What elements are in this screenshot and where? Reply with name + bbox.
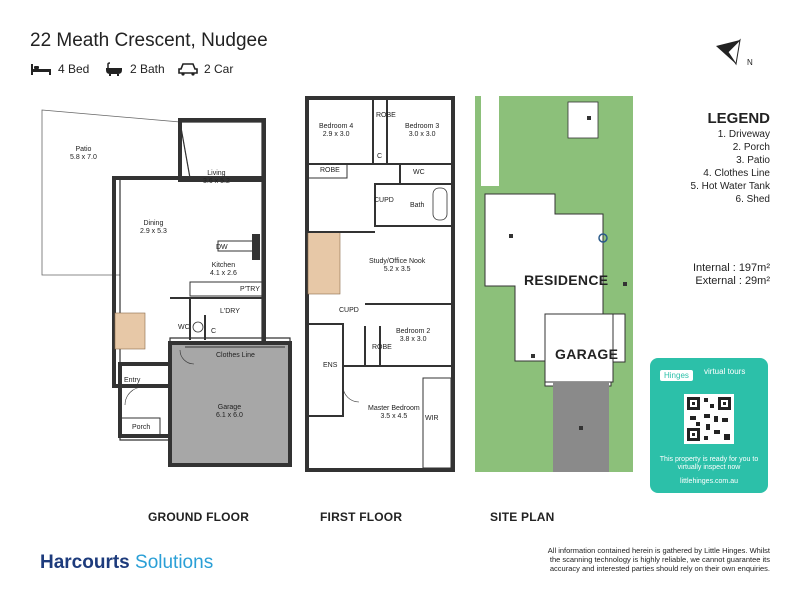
virtual-tours-tag: virtual tours: [704, 367, 746, 376]
feature-cars: 2 Car: [178, 62, 233, 76]
label-porch: Porch: [132, 424, 151, 431]
ground-stairs: [114, 312, 146, 350]
ground-floor-plan: [41, 109, 292, 467]
shed: [567, 101, 599, 139]
label-clothes-line: Clothes Line: [216, 352, 255, 359]
feature-baths: 2 Bath: [104, 62, 165, 76]
label-entry: Entry: [124, 377, 141, 384]
virtual-tour-url[interactable]: littlehinges.com.au: [680, 478, 738, 485]
first-stairs: [307, 231, 341, 295]
legend-list: 1. Driveway 2. Porch 3. Patio 4. Clothes…: [691, 128, 770, 206]
legend-item: 4. Clothes Line: [703, 168, 770, 179]
garage-label: GARAGE: [555, 346, 619, 362]
ensuite: [306, 323, 344, 417]
bath-icon: [106, 62, 122, 76]
baths-label: 2 Bath: [130, 62, 165, 76]
beds-label: 4 Bed: [58, 62, 90, 76]
label-cupd-first: CUPD: [374, 197, 394, 204]
legend-title: LEGEND: [707, 110, 770, 127]
label-c-first: C: [377, 153, 383, 160]
legend-item: 3. Patio: [736, 155, 770, 166]
virtual-tour-card[interactable]: Hinges virtual tours This property is re…: [650, 358, 768, 493]
bathtub: [432, 187, 448, 221]
side-path: [481, 96, 499, 186]
first-floor-label: FIRST FLOOR: [320, 510, 403, 524]
first-floor-walls: [305, 96, 455, 472]
qr-code-icon[interactable]: [684, 394, 734, 444]
label-wc-first: WC: [413, 169, 425, 176]
hinges-badge: Hinges: [660, 370, 693, 381]
label-wc: WC: [178, 324, 190, 331]
brand-bold: Harcourts: [40, 552, 130, 573]
site-plan-label: SITE PLAN: [490, 510, 555, 524]
cars-label: 2 Car: [204, 62, 234, 76]
north-label: N: [747, 58, 753, 67]
label-cupd-master: CUPD: [339, 307, 359, 314]
disclaimer: All information contained herein is gath…: [547, 546, 770, 573]
label-robe-bed2: ROBE: [372, 344, 392, 351]
label-wir: WIR: [425, 415, 439, 422]
legend-item: 2. Porch: [732, 142, 770, 153]
label-ldry: L'DRY: [220, 308, 240, 315]
north-arrow-icon: [716, 38, 741, 66]
hot-water-tank: [598, 233, 608, 243]
ground-floor-label: GROUND FLOOR: [148, 510, 250, 524]
label-ens: ENS: [323, 362, 338, 369]
feature-beds: 4 Bed: [30, 62, 89, 76]
legend-item: 1. Driveway: [717, 129, 770, 140]
label-robe-top: ROBE: [376, 112, 396, 119]
legend-item: 6. Shed: [735, 194, 770, 205]
residence-label: RESIDENCE: [524, 272, 609, 288]
label-c: C: [211, 328, 217, 335]
label-robe-bed4: ROBE: [320, 167, 340, 174]
first-bath: [374, 183, 454, 227]
property-address: 22 Meath Crescent, Nudgee: [30, 30, 268, 51]
brand-light: Solutions: [129, 552, 214, 573]
wc-toilet: [192, 321, 204, 333]
label-dw: DW: [216, 244, 228, 251]
first-wc: [399, 163, 454, 185]
fridge: [252, 234, 260, 260]
wir: [422, 377, 452, 469]
site-plan: [475, 96, 633, 472]
internal-area: Internal : 197m²: [692, 262, 770, 274]
porch-area: [119, 417, 161, 437]
virtual-tour-text: This property is ready for you to virtua…: [659, 456, 759, 471]
first-floor-plan: [305, 96, 455, 472]
car-icon: [178, 63, 198, 76]
living-walls: [178, 118, 266, 182]
external-area: External : 29m²: [695, 275, 770, 287]
legend-item: 5. Hot Water Tank: [690, 181, 770, 192]
harcourts-logo: Harcourts Solutions: [40, 552, 213, 574]
kitchen-bench: [189, 281, 265, 297]
label-bath: Bath: [410, 202, 425, 209]
robe-bed4: [306, 163, 348, 179]
bed-icon: [31, 64, 51, 75]
label-ptry: P'TRY: [240, 286, 260, 293]
